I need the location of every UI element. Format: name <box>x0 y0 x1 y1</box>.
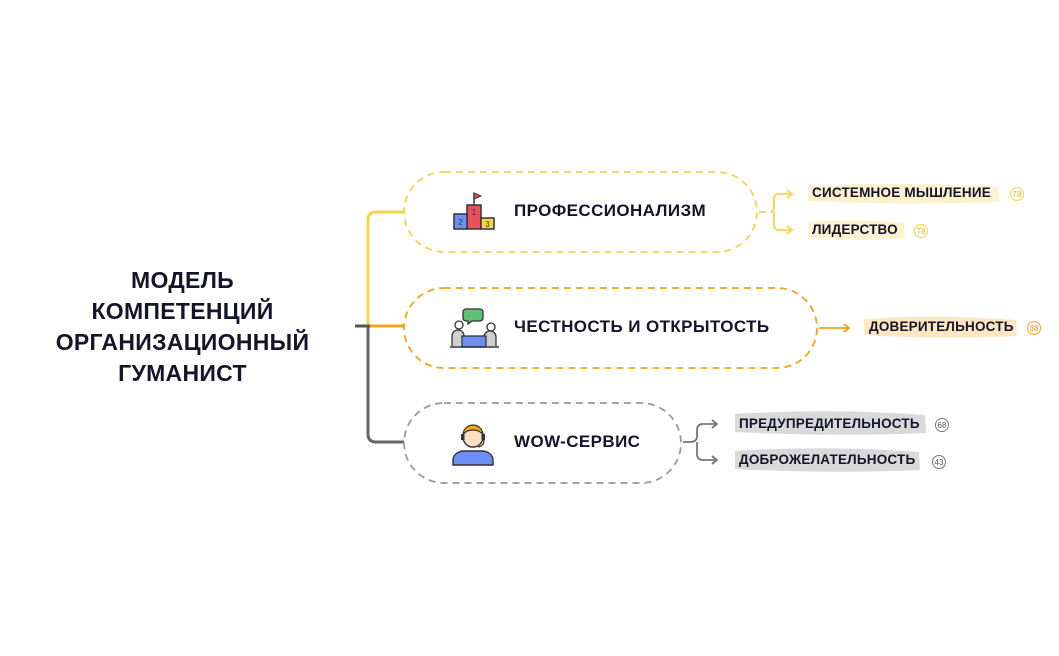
podium-icon: 1 2 3 <box>453 192 495 230</box>
branch-label-professionalism[interactable]: ПРОФЕССИОНАЛИЗМ <box>514 201 707 220</box>
connector-root-wow <box>366 326 404 444</box>
connector-wow-leaves <box>683 423 716 461</box>
leaf-systemic-thinking[interactable]: СИСТЕМНОЕ МЫШЛЕНИЕ <box>812 185 991 200</box>
branch-pill-honesty[interactable] <box>403 287 818 369</box>
podium-number-3: 3 <box>485 220 490 229</box>
conversation-icon <box>450 308 499 348</box>
leaf-benevolence[interactable]: ДОБРОЖЕЛАТЕЛЬНОСТЬ <box>739 452 915 467</box>
leaf-leadership[interactable]: ЛИДЕРСТВО <box>812 222 898 237</box>
root-title-line-3: ОРГАНИЗАЦИОННЫЙ <box>55 329 310 355</box>
count-badge: 68 <box>935 418 949 432</box>
leaf-label: ДОВЕРИТЕЛЬНОСТЬ <box>869 319 1014 334</box>
root-title-line-2: КОМПЕТЕНЦИЙ <box>91 298 274 324</box>
highlight-backgrounds <box>735 183 1017 472</box>
leaf-label: ДОБРОЖЕЛАТЕЛЬНОСТЬ <box>739 452 916 467</box>
branch-label-wow[interactable]: WOW-СЕРВИС <box>514 432 641 451</box>
connector-professionalism-leaves <box>759 193 791 231</box>
leaf-label: ЛИДЕРСТВО <box>812 222 898 237</box>
podium-number-2: 2 <box>458 218 463 227</box>
root-title-line-1: МОДЕЛЬ <box>131 267 234 293</box>
count-badge: 43 <box>932 455 946 469</box>
leaf-label: СИСТЕМНОЕ МЫШЛЕНИЕ <box>812 185 991 200</box>
connector-root-professionalism <box>355 210 404 328</box>
branch-pill-professionalism[interactable] <box>403 171 758 253</box>
count-badge: 78 <box>1010 187 1024 201</box>
leaf-attentiveness[interactable]: ПРЕДУПРЕДИТЕЛЬНОСТЬ <box>739 416 920 431</box>
count-badge: 78 <box>914 224 928 238</box>
count-badge: 38 <box>1027 321 1041 335</box>
leaf-trustworthiness[interactable]: ДОВЕРИТЕЛЬНОСТЬ <box>869 319 1014 334</box>
support-agent-icon <box>452 424 494 466</box>
podium-number-1: 1 <box>472 208 477 217</box>
leaf-label: ПРЕДУПРЕДИТЕЛЬНОСТЬ <box>739 416 920 431</box>
root-title-line-4: ГУМАНИСТ <box>118 360 247 386</box>
root-title: МОДЕЛЬ КОМПЕТЕНЦИЙ ОРГАНИЗАЦИОННЫЙ ГУМАН… <box>30 265 335 389</box>
branch-label-honesty[interactable]: ЧЕСТНОСТЬ И ОТКРЫТОСТЬ <box>514 317 770 336</box>
